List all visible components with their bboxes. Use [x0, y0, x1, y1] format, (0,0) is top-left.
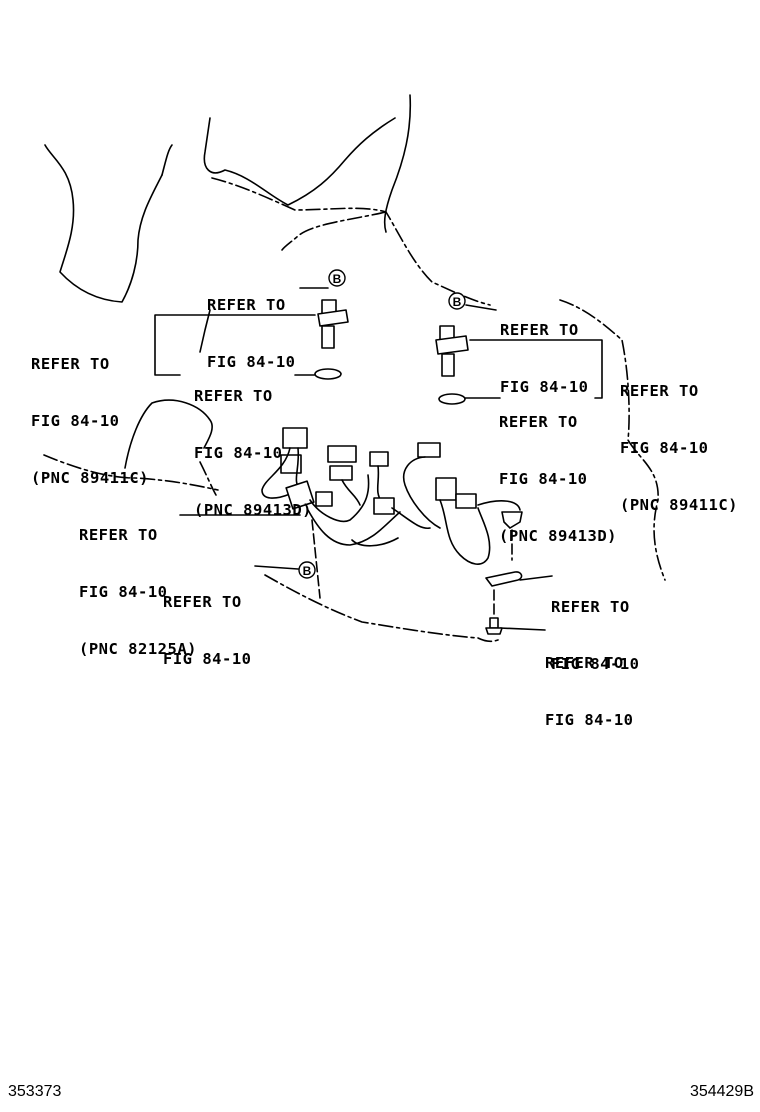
- phantom-line-4: [43, 454, 219, 491]
- callout-refer-fig-89413d-left[interactable]: REFER TO FIG 84-10 (PNC 89413D): [194, 349, 312, 539]
- engine-outline-left: [44, 144, 163, 303]
- callout-line: REFER TO: [620, 382, 699, 400]
- callout-line: FIG 84-10: [620, 439, 709, 457]
- marker-b-2: B: [448, 292, 466, 310]
- marker-b-1: B: [328, 269, 346, 287]
- leader-bracket-right: [469, 339, 603, 399]
- marker-b-1-label: B: [333, 272, 342, 286]
- wire-harness: [261, 427, 523, 565]
- callout-line: REFER TO: [551, 598, 630, 616]
- leader-diag: [199, 309, 211, 353]
- marker-b-3-label: B: [303, 564, 312, 578]
- callout-refer-fig-1[interactable]: REFER TO FIG 84-10: [207, 258, 296, 391]
- callout-line: FIG 84-10: [31, 412, 120, 430]
- callout-refer-fig-89411c-right[interactable]: REFER TO FIG 84-10 (PNC 89411C): [620, 344, 738, 534]
- callout-line: REFER TO: [163, 593, 242, 611]
- phantom-line-5: [264, 574, 499, 643]
- callout-refer-fig-82125a[interactable]: REFER TO FIG 84-10 (PNC 82125A): [79, 488, 197, 678]
- marker-b-3: B: [298, 561, 316, 579]
- callout-refer-fig-10[interactable]: REFER TO FIG 84-10: [545, 616, 634, 749]
- callout-refer-fig-4[interactable]: REFER TO FIG 84-10: [500, 283, 589, 416]
- phantom-line-7: [311, 519, 321, 599]
- callout-line: FIG 84-10: [79, 583, 168, 601]
- cam-sensor-right: [435, 325, 469, 405]
- callout-line: (PNC 89411C): [620, 496, 738, 514]
- callout-line: (PNC 82125A): [79, 640, 197, 658]
- callout-line: FIG 84-10: [551, 655, 640, 673]
- leader-c8: [254, 565, 299, 570]
- engine-outline-top: [161, 144, 173, 176]
- callout-line: FIG 84-10: [207, 353, 296, 371]
- leader-c10: [499, 627, 546, 631]
- callout-line: REFER TO: [545, 654, 624, 672]
- callout-line: FIG 84-10: [500, 378, 589, 396]
- engine-outline-right: [383, 94, 412, 233]
- engine-outline-lower: [124, 399, 213, 469]
- callout-line: REFER TO: [207, 296, 286, 314]
- callout-line: REFER TO: [31, 355, 110, 373]
- callout-line: FIG 84-10: [499, 470, 588, 488]
- callout-line: (PNC 89413D): [194, 501, 312, 519]
- callout-line: FIG 84-10: [194, 444, 283, 462]
- phantom-line-3: [559, 299, 666, 581]
- footer-code-left: 353373: [8, 1083, 62, 1100]
- callout-refer-fig-89411c-left[interactable]: REFER TO FIG 84-10 (PNC 89411C): [31, 317, 149, 507]
- phantom-line-6: [199, 461, 217, 496]
- harness-clamp: [485, 571, 523, 587]
- footer-code-right: 354429B: [689, 1083, 754, 1100]
- callout-line: FIG 84-10: [545, 711, 634, 729]
- leader-c4: [465, 304, 497, 311]
- callout-line: REFER TO: [194, 387, 273, 405]
- callout-line: REFER TO: [500, 321, 579, 339]
- callout-line: REFER TO: [79, 526, 158, 544]
- callout-line: (PNC 89413D): [499, 527, 617, 545]
- leader-c9: [519, 575, 553, 581]
- callout-line: FIG 84-10: [163, 650, 252, 668]
- leader-bracket-left: [154, 314, 316, 376]
- callout-refer-fig-9[interactable]: REFER TO FIG 84-10: [551, 560, 640, 693]
- callout-line: REFER TO: [499, 413, 578, 431]
- engine-outline-center: [203, 117, 396, 206]
- phantom-line-2: [281, 211, 387, 251]
- cam-sensor-left: [314, 299, 349, 380]
- callout-refer-fig-8[interactable]: REFER TO FIG 84-10: [163, 555, 252, 688]
- callout-line: (PNC 89411C): [31, 469, 149, 487]
- marker-b-2-label: B: [453, 295, 462, 309]
- bolt: [485, 617, 503, 635]
- callout-refer-fig-89413d-right[interactable]: REFER TO FIG 84-10 (PNC 89413D): [499, 375, 617, 565]
